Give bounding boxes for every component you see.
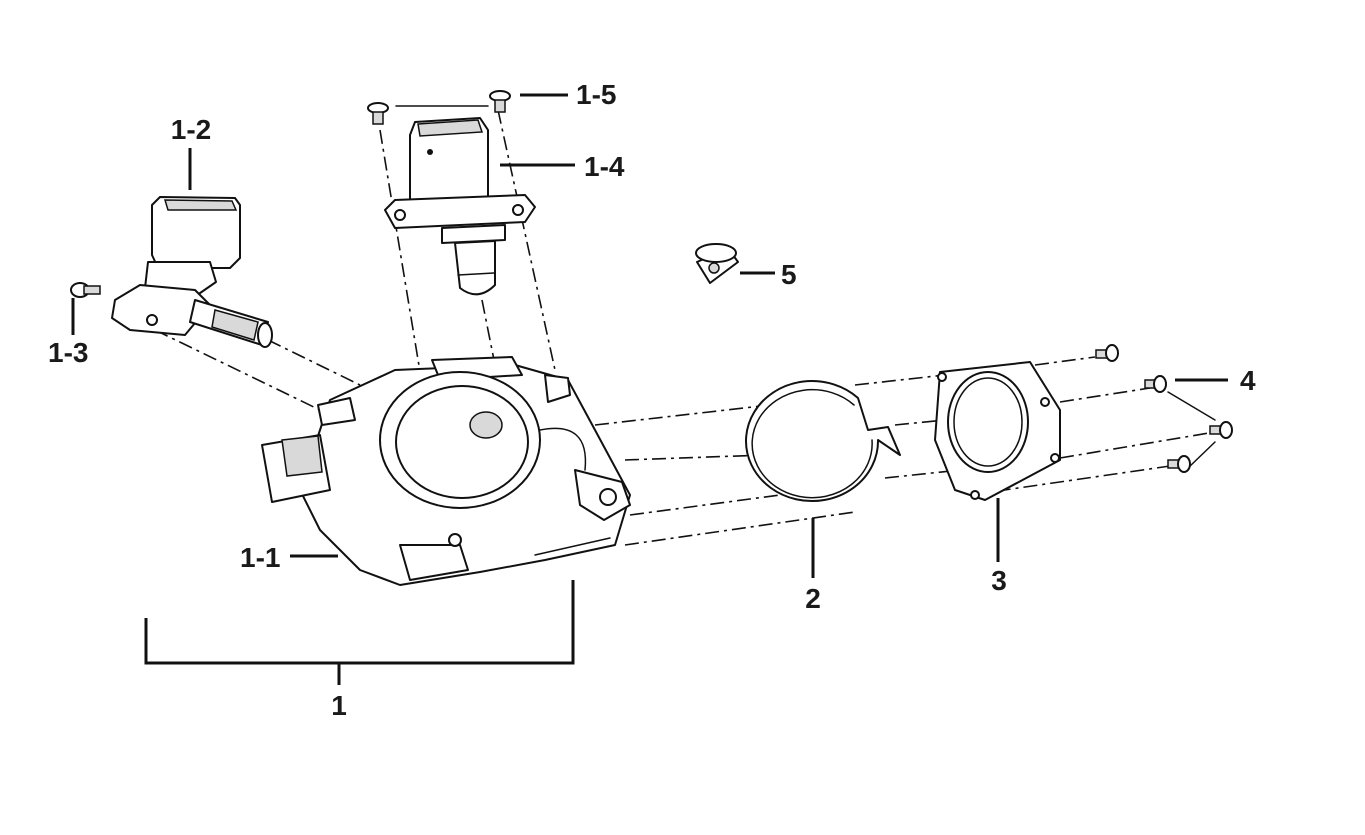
explode-lines bbox=[154, 109, 1216, 546]
bushing bbox=[695, 243, 739, 284]
gasket-ring bbox=[745, 380, 901, 502]
label-bushing: 5 bbox=[781, 259, 797, 290]
label-spacer-plate: 3 bbox=[991, 565, 1007, 596]
label-valve-screws: 1-5 bbox=[576, 79, 616, 110]
label-throttle-body: 1-1 bbox=[240, 542, 280, 573]
label-sensor-screw: 1-3 bbox=[48, 337, 88, 368]
bolt bbox=[1095, 344, 1119, 362]
valve-screw-right bbox=[489, 90, 511, 113]
sensor-screw bbox=[70, 282, 101, 298]
sensor bbox=[111, 196, 273, 348]
label-bolts: 4 bbox=[1240, 365, 1256, 396]
label-idle-valve: 1-4 bbox=[584, 151, 625, 182]
label-sensor: 1-2 bbox=[171, 114, 211, 145]
label-assembly: 1 bbox=[331, 690, 347, 721]
spacer-plate bbox=[934, 361, 1061, 501]
bolt bbox=[1144, 375, 1167, 393]
bolt bbox=[1167, 455, 1191, 473]
leader-lines bbox=[71, 93, 1228, 685]
throttle-body bbox=[261, 356, 631, 586]
label-gasket-ring: 2 bbox=[805, 583, 821, 614]
bolt bbox=[1209, 421, 1233, 439]
valve-screw-left bbox=[367, 102, 489, 125]
idle-air-valve bbox=[384, 117, 536, 296]
part-labels: 1 1-1 1-2 1-3 1-4 1-5 2 3 4 5 bbox=[48, 79, 1256, 721]
